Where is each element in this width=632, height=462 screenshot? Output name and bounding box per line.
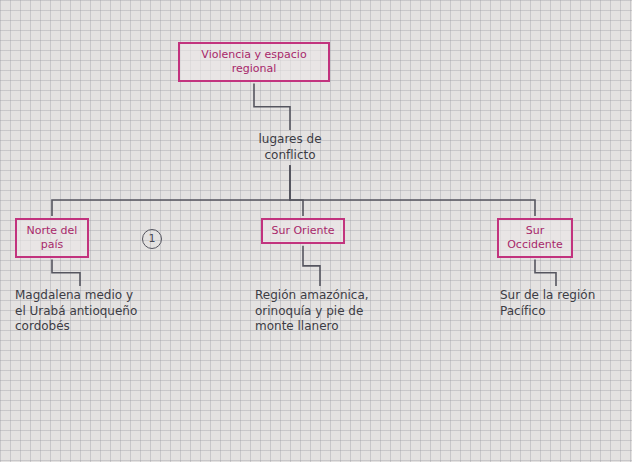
title-box: Violencia y espacio regional — [178, 42, 330, 82]
node-text: Región amazónica, orinoquía y pie de mon… — [255, 288, 385, 335]
node-text: Sur Occidente — [505, 224, 565, 252]
node-text: Sur Oriente — [269, 224, 337, 238]
region-box: Norte del país — [15, 218, 89, 258]
connector-line — [535, 260, 556, 287]
node-text: lugares de conflicto — [235, 132, 345, 163]
node-text: Violencia y espacio regional — [186, 48, 322, 76]
node-text: Sur de la región Pacífico — [500, 288, 612, 319]
connector-line — [290, 165, 303, 216]
region-box: Sur Oriente — [261, 218, 345, 244]
description-text: Magdalena medio y el Urabá antioqueño co… — [15, 288, 145, 335]
connector-line — [303, 246, 320, 286]
description-text: Región amazónica, orinoquía y pie de mon… — [255, 288, 385, 335]
heading-text: lugares de conflicto — [235, 132, 345, 163]
region-box: Sur Occidente — [497, 218, 573, 258]
description-text: Sur de la región Pacífico — [500, 288, 612, 319]
callout-number: 1 — [142, 229, 162, 249]
connector-line — [52, 165, 290, 216]
connector-line — [290, 165, 535, 216]
node-text: Magdalena medio y el Urabá antioqueño co… — [15, 288, 145, 335]
connector-line — [254, 84, 290, 131]
node-text: Norte del país — [23, 224, 81, 252]
connector-line — [52, 260, 80, 287]
